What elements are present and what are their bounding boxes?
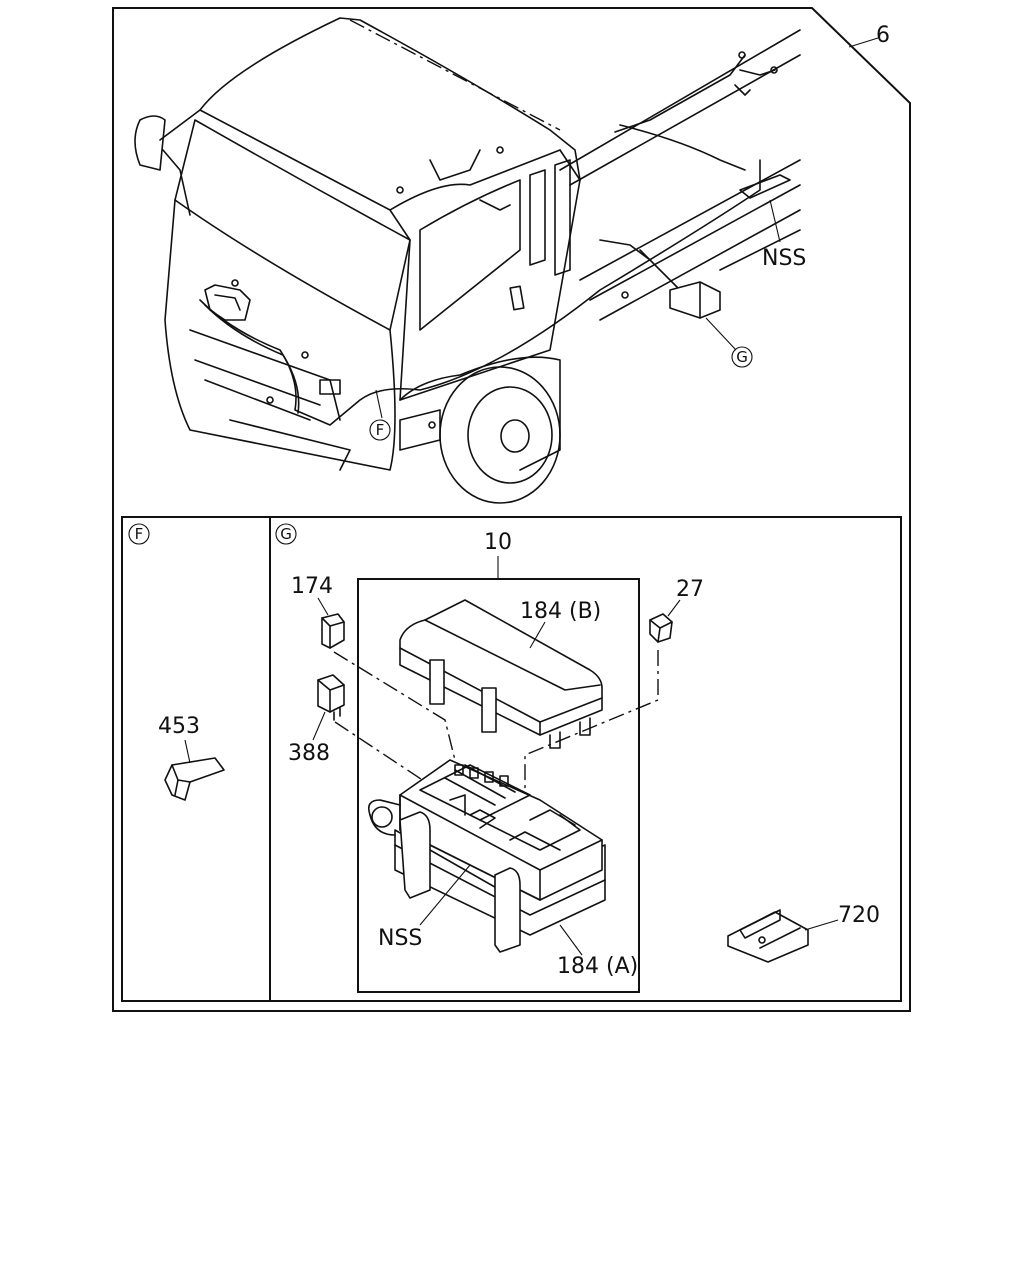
- part-453-label: 453: [158, 714, 200, 739]
- cover-184b: [399, 599, 603, 749]
- chassis-frame: [559, 29, 801, 321]
- leader-453: [184, 739, 191, 764]
- callout-g-label: G: [736, 348, 748, 366]
- leader-720: [804, 919, 839, 931]
- cab-door: [399, 149, 581, 401]
- page-ref-label: 6: [876, 23, 890, 48]
- leader-184a: [559, 924, 583, 956]
- part-10-label: 10: [484, 530, 512, 555]
- windshield: [174, 119, 411, 331]
- clip-453: [164, 757, 225, 801]
- relay-174: [321, 613, 345, 649]
- leader-388: [312, 711, 326, 741]
- leader-nss-bottom: [419, 864, 471, 926]
- callout-f-circle: [369, 419, 391, 441]
- relay-388: [317, 674, 345, 721]
- truck-illustration: [134, 17, 801, 504]
- panel-f-circle: [128, 523, 150, 545]
- dash-388: [334, 721, 431, 786]
- leader-g: [705, 317, 737, 351]
- leader-f: [375, 389, 383, 419]
- relay-cluster: [204, 279, 251, 321]
- leader-174: [317, 597, 329, 616]
- front-wheel: [439, 366, 561, 504]
- callout-f-label: F: [376, 421, 385, 439]
- dash-174: [333, 651, 456, 761]
- fuse-27: [649, 613, 673, 643]
- cover-latch-1: [429, 659, 445, 705]
- callout-g-circle: [731, 346, 753, 368]
- part-184b-label: 184 (B): [520, 599, 601, 624]
- leader-nss-top: [769, 199, 781, 243]
- part-174-label: 174: [291, 574, 333, 599]
- corner-line: [811, 7, 911, 104]
- roof-hidden-line: [349, 19, 561, 131]
- dash-27: [524, 650, 659, 800]
- leader-184b: [529, 621, 546, 649]
- nss-bottom-label: NSS: [378, 926, 422, 951]
- part-720-label: 720: [838, 903, 880, 928]
- outer-frame: [112, 7, 911, 1012]
- headlamp: [319, 379, 341, 395]
- detail-panels-frame: [121, 516, 902, 1002]
- fuse-relay-block: [367, 759, 606, 953]
- cab-front: [164, 199, 396, 471]
- nss-top-label: NSS: [762, 246, 806, 271]
- part-184a-label: 184 (A): [557, 954, 638, 979]
- part-388-label: 388: [288, 741, 330, 766]
- wiring-harness: [199, 51, 778, 429]
- side-mirror: [134, 115, 166, 171]
- fender: [399, 356, 561, 471]
- part-27-label: 27: [676, 577, 704, 602]
- bracket-720: [727, 909, 809, 963]
- door-window: [419, 179, 521, 331]
- door-handle: [509, 285, 525, 311]
- leader-6: [848, 37, 879, 48]
- cover-latch-2: [481, 687, 497, 733]
- chassis-fuse-box: [669, 281, 721, 319]
- panel-f-label: F: [135, 525, 144, 543]
- cab-roof: [199, 17, 581, 181]
- panel-g-label: G: [280, 525, 292, 543]
- leader-27: [667, 599, 681, 617]
- panel-g-circle: [275, 523, 297, 545]
